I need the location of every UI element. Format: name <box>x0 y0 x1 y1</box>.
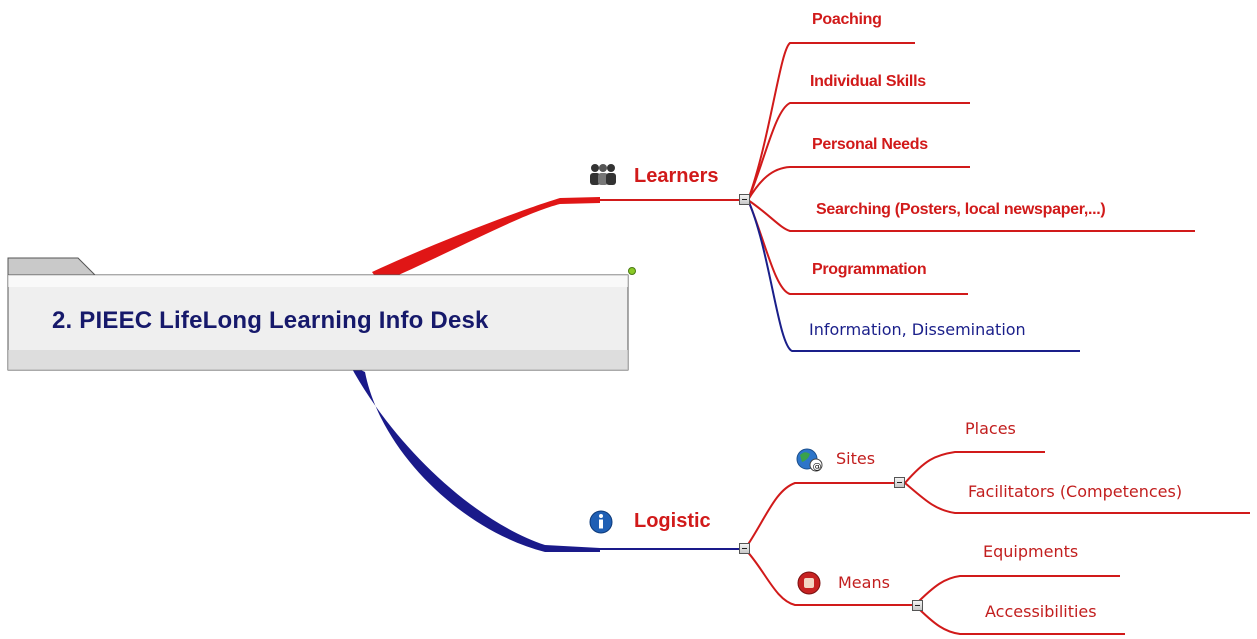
stop-hand-icon <box>797 571 821 595</box>
sites-collapse-toggle[interactable] <box>894 477 905 488</box>
sites-subtopic-facilitators[interactable]: Facilitators (Competences) <box>968 482 1183 501</box>
people-icon <box>590 164 616 185</box>
learners-topic[interactable]: Learners <box>634 165 719 187</box>
globe-at-icon: @ <box>796 448 823 472</box>
means-collapse-toggle[interactable] <box>912 600 923 611</box>
logistic-topic[interactable]: Logistic <box>634 510 711 532</box>
learners-subtopic-programmation[interactable]: Programmation <box>812 261 927 278</box>
learners-subtopic-poaching[interactable]: Poaching <box>812 11 882 28</box>
learners-subtopic-individual-skills[interactable]: Individual Skills <box>810 73 926 90</box>
sites-topic[interactable]: Sites <box>836 449 876 468</box>
logistic-collapse-toggle[interactable] <box>739 543 750 554</box>
info-icon <box>589 510 613 534</box>
means-subtopic-accessibilities[interactable]: Accessibilities <box>985 602 1097 621</box>
learners-collapse-toggle[interactable] <box>739 194 750 205</box>
logistic-main-branch <box>350 365 600 552</box>
means-subtopic-equipments[interactable]: Equipments <box>983 542 1079 561</box>
learners-subtopic-personal-needs[interactable]: Personal Needs <box>812 136 928 153</box>
means-topic[interactable]: Means <box>838 573 890 592</box>
learners-subtopic-information[interactable]: Information, Dissemination <box>809 320 1026 339</box>
central-node-shape <box>7 257 636 371</box>
learners-main-branch <box>372 197 600 283</box>
learners-subtopic-searching[interactable]: Searching (Posters, local newspaper,...) <box>816 201 1106 218</box>
sites-subtopic-places[interactable]: Places <box>965 419 1016 438</box>
central-topic[interactable]: 2. PIEEC LifeLong Learning Info Desk <box>52 307 489 334</box>
svg-text:@: @ <box>813 462 822 472</box>
